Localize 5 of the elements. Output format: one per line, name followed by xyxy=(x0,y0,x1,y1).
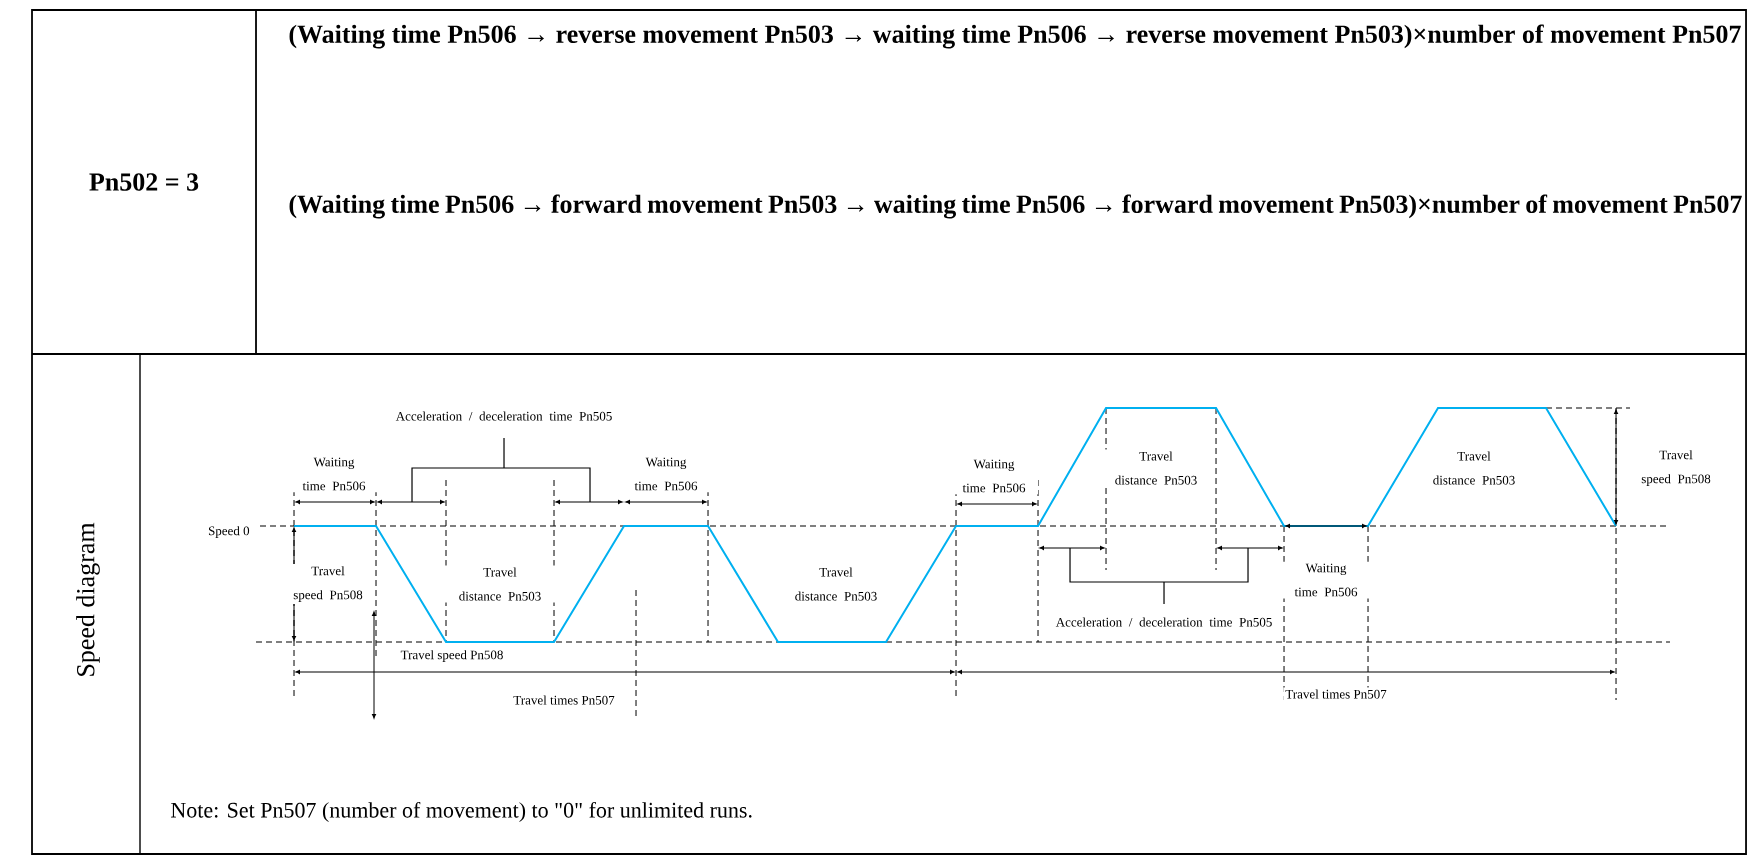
sequence-text: (Waiting time Pn506 → reverse movement Pn503 → waiting time Pn506 → reverse movement Pn503)×number of movement Pn507 xyxy=(289,24,1741,49)
note-text: Note: Set Pn507 (number of movement) to "0" for unlimited runs. xyxy=(171,801,752,823)
sequence-text: (Waiting time Pn506 → forward movement Pn503 → waiting time Pn506 → forward movement Pn503)×number of movement Pn507 xyxy=(289,194,1742,219)
row-heading: Speed diagram xyxy=(76,522,100,676)
parameter-label: Pn502 = 3 xyxy=(89,173,199,191)
